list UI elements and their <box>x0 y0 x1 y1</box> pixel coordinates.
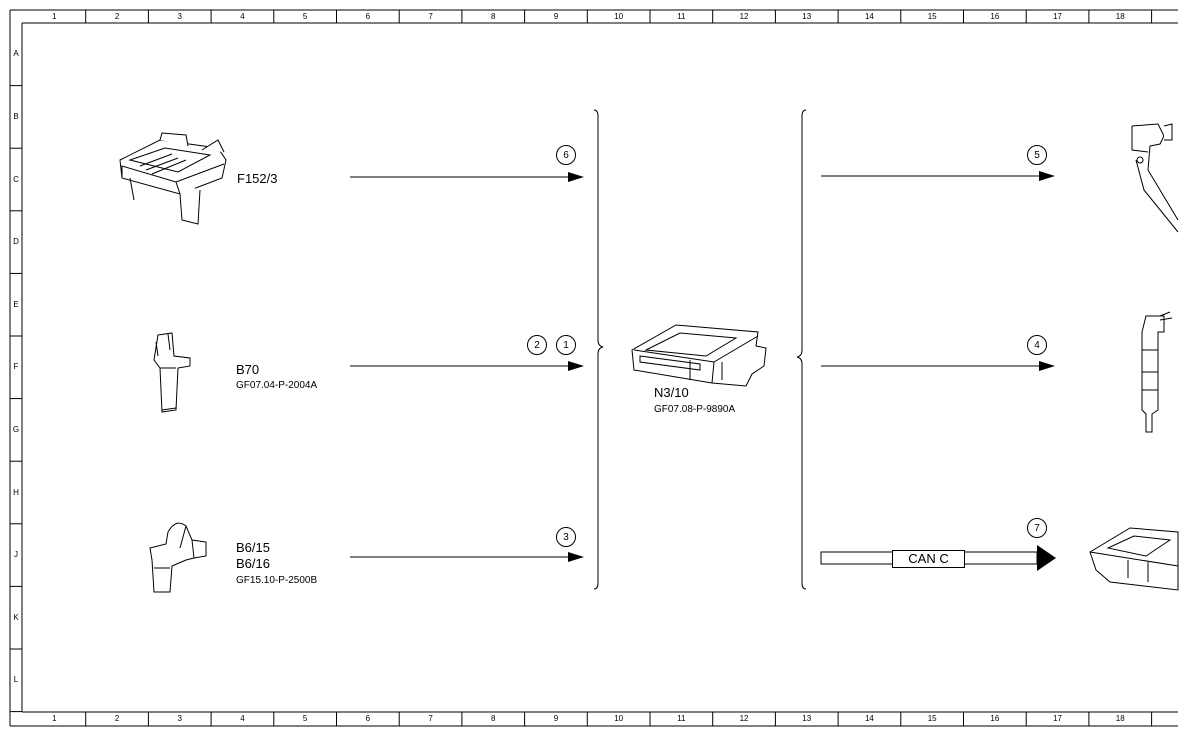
column-label: 10 <box>614 12 624 21</box>
signal-number-3: 3 <box>556 527 576 547</box>
can-c-label: CAN C <box>892 550 965 568</box>
column-label: 16 <box>990 714 1000 723</box>
column-label: 3 <box>177 714 182 723</box>
column-label: 15 <box>927 12 937 21</box>
column-label: 2 <box>114 12 120 21</box>
n3-label: N3/10 <box>654 385 689 400</box>
b6-15-label: B6/15 <box>236 540 270 555</box>
column-label: 18 <box>1115 12 1125 21</box>
column-label: 1 <box>52 714 57 723</box>
f152-label: F152/3 <box>237 171 278 186</box>
column-label: 6 <box>365 12 371 21</box>
b6-reference: GF15.10-P-2500B <box>236 575 318 586</box>
row-label: K <box>13 612 19 622</box>
column-label: 2 <box>114 714 120 723</box>
b70-label: B70 <box>236 362 260 377</box>
row-label: E <box>13 299 19 309</box>
b70-component-icon <box>153 332 191 413</box>
column-label: 14 <box>864 714 874 723</box>
row-label: A <box>13 49 19 59</box>
n3-reference: GF07.08-P-9890A <box>654 404 736 415</box>
arrowhead <box>1039 361 1055 371</box>
signal-number-7: 7 <box>1027 518 1047 538</box>
signal-number-2: 2 <box>527 335 547 355</box>
output-4-component-icon <box>1141 311 1173 433</box>
column-label: 4 <box>240 12 245 21</box>
column-label: 14 <box>864 12 874 21</box>
row-label: F <box>13 362 19 372</box>
column-label: 5 <box>302 12 308 21</box>
b70-reference: GF07.04-P-2004A <box>236 380 318 391</box>
column-label: 8 <box>491 714 496 723</box>
signal-number-6: 6 <box>556 145 576 165</box>
signal-number-4: 4 <box>1027 335 1047 355</box>
column-label: 4 <box>240 714 245 723</box>
arrowhead <box>568 172 584 182</box>
column-label: 5 <box>302 714 308 723</box>
column-label: 17 <box>1053 714 1062 723</box>
signal-number-5: 5 <box>1027 145 1047 165</box>
row-label: L <box>13 675 19 685</box>
column-label: 11 <box>677 12 686 21</box>
column-label: 13 <box>802 714 812 723</box>
b6-component-icon <box>149 522 207 593</box>
row-label: H <box>13 487 19 497</box>
column-label: 12 <box>739 714 749 723</box>
column-label: 8 <box>491 12 496 21</box>
column-label: 15 <box>927 714 937 723</box>
column-label: 9 <box>553 714 559 723</box>
f152-component-icon <box>119 132 227 225</box>
row-label: D <box>13 237 19 247</box>
output-5-component-icon <box>1131 123 1179 233</box>
column-label: 1 <box>52 12 57 21</box>
row-label: J <box>14 550 18 560</box>
output-7-component-icon <box>1089 527 1179 591</box>
column-label: 12 <box>739 12 749 21</box>
output-bracket <box>796 109 807 590</box>
arrowhead <box>568 552 584 562</box>
arrowhead <box>568 361 584 371</box>
column-label: 9 <box>553 12 559 21</box>
n3-control-unit-icon <box>631 324 767 387</box>
column-label: 17 <box>1053 12 1062 21</box>
signal-number-1: 1 <box>556 335 576 355</box>
sheet-frame <box>9 9 1178 727</box>
arrowhead <box>1039 171 1055 181</box>
column-label: 16 <box>990 12 1000 21</box>
column-label: 7 <box>428 714 433 723</box>
row-label: G <box>12 424 20 434</box>
row-label: B <box>13 111 19 121</box>
column-label: 18 <box>1115 714 1125 723</box>
column-label: 13 <box>802 12 812 21</box>
column-label: 6 <box>365 714 371 723</box>
column-label: 7 <box>428 12 433 21</box>
b6-16-label: B6/16 <box>236 556 270 571</box>
column-label: 11 <box>677 714 686 723</box>
row-label: C <box>13 174 19 184</box>
column-label: 10 <box>614 714 624 723</box>
input-bracket <box>593 109 604 590</box>
column-label: 3 <box>177 12 182 21</box>
